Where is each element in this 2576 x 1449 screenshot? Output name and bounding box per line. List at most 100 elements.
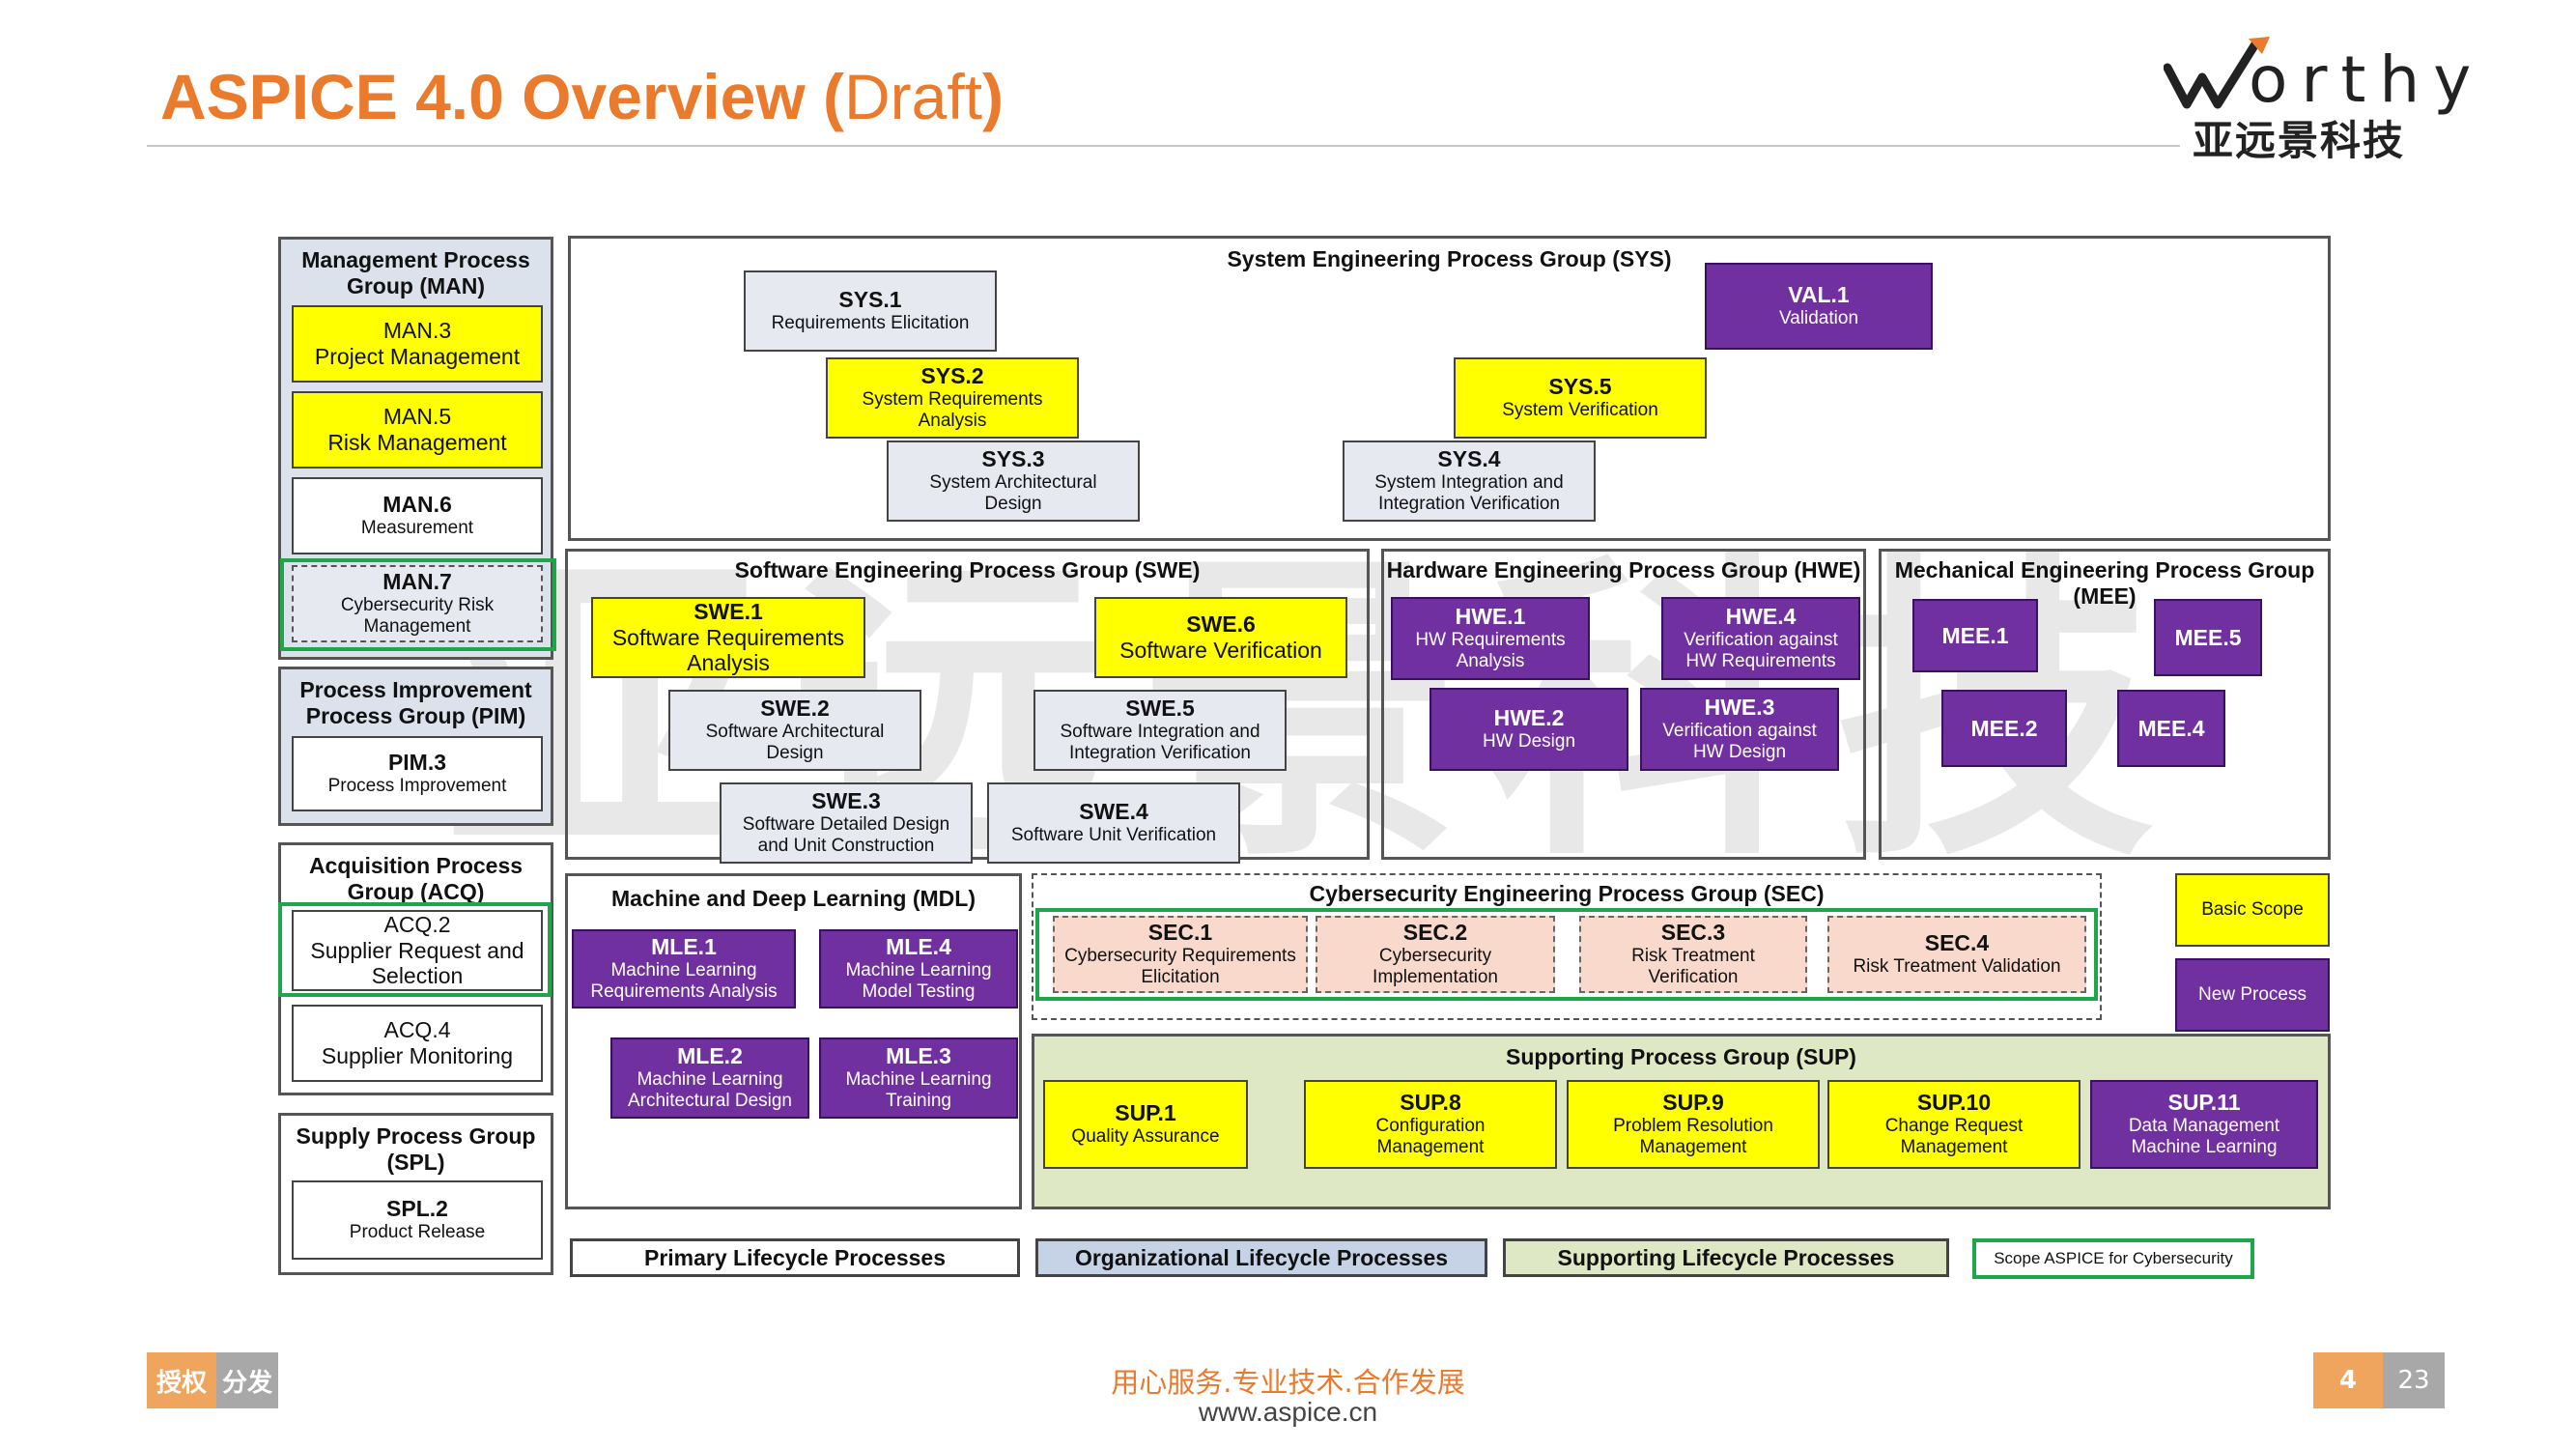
process-code: MAN.7 [382, 569, 452, 595]
man-group-title: Management Process Group (MAN) [301, 247, 530, 298]
process-code: SUP.8 [1400, 1090, 1461, 1116]
logo-chinese: 亚远景科技 [2193, 117, 2406, 164]
process-name: Machine Learning Training [845, 1069, 992, 1112]
process-name: Machine Learning Architectural Design [627, 1069, 793, 1112]
swe5-box[interactable]: SWE.5 Software Integration and Integrati… [1033, 690, 1287, 771]
swe1-box[interactable]: SWE.1 Software Requirements Analysis [591, 597, 865, 678]
mee2-box[interactable]: MEE.2 [1941, 690, 2067, 767]
page-indicator: 4 23 [2313, 1352, 2445, 1408]
badge-distribute: 分发 [216, 1352, 278, 1408]
process-code: MLE.3 [886, 1043, 951, 1069]
mee-group: Mechanical Engineering Process Group (ME… [1879, 549, 2331, 860]
process-code: HWE.3 [1704, 695, 1775, 721]
process-name: Software Requirements Analysis [611, 624, 845, 676]
hwe4-box[interactable]: HWE.4 Verification against HW Requiremen… [1661, 597, 1860, 680]
acq2-box[interactable]: ACQ.2 Supplier Request and Selection [292, 910, 543, 991]
val1-box[interactable]: VAL.1 Validation [1705, 263, 1933, 350]
sup11-box[interactable]: SUP.11 Data Management Machine Learning [2090, 1080, 2318, 1169]
process-name: Project Management [314, 344, 521, 369]
process-code: SWE.2 [760, 696, 830, 722]
mle1-box[interactable]: MLE.1 Machine Learning Requirements Anal… [572, 929, 796, 1009]
swe3-box[interactable]: SWE.3 Software Detailed Design and Unit … [720, 782, 973, 864]
legend-basic-scope: Basic Scope [2175, 873, 2330, 947]
sup8-box[interactable]: SUP.8 Configuration Management [1304, 1080, 1557, 1169]
spl-group: Supply Process Group (SPL) [278, 1113, 553, 1275]
swe2-box[interactable]: SWE.2 Software Architectural Design [668, 690, 921, 771]
man7-box[interactable]: MAN.7 Cybersecurity Risk Management [292, 565, 543, 642]
process-name: Software Verification [1119, 638, 1322, 663]
process-code: MLE.1 [651, 934, 717, 960]
process-code: ACQ.2 [383, 911, 451, 937]
process-name: Product Release [349, 1222, 486, 1243]
process-name: HW Design [1482, 731, 1576, 753]
footer-url[interactable]: www.aspice.cn [1198, 1397, 1378, 1427]
footer-slogan: 用心服务.专业技术.合作发展 [1111, 1366, 1465, 1399]
process-code: SUP.9 [1662, 1090, 1724, 1116]
logo-wordmark: orthy [2249, 43, 2485, 117]
hwe2-box[interactable]: HWE.2 HW Design [1430, 688, 1628, 771]
sec1-box[interactable]: SEC.1 Cybersecurity Requirements Elicita… [1053, 916, 1308, 993]
mdl-group: Machine and Deep Learning (MDL) [565, 873, 1022, 1209]
process-name: Change Request Management [1884, 1116, 2024, 1158]
process-code: SEC.4 [1924, 930, 1990, 956]
pim3-box[interactable]: PIM.3 Process Improvement [292, 736, 543, 811]
spl-group-title: Supply Process Group (SPL) [296, 1123, 536, 1175]
sys4-box[interactable]: SYS.4 System Integration and Integration… [1343, 440, 1596, 522]
sec-group-title: Cybersecurity Engineering Process Group … [1309, 881, 1825, 906]
process-code: MLE.4 [886, 934, 951, 960]
hwe3-box[interactable]: HWE.3 Verification against HW Design [1640, 688, 1839, 771]
process-name: Risk Management [327, 430, 507, 455]
mee5-box[interactable]: MEE.5 [2154, 599, 2262, 676]
hwe1-box[interactable]: HWE.1 HW Requirements Analysis [1391, 597, 1590, 680]
sup10-box[interactable]: SUP.10 Change Request Management [1827, 1080, 2081, 1169]
title-divider [147, 145, 2180, 147]
swe4-box[interactable]: SWE.4 Software Unit Verification [987, 782, 1240, 864]
sys1-box[interactable]: SYS.1 Requirements Elicitation [744, 270, 997, 352]
sec3-box[interactable]: SEC.3 Risk Treatment Verification [1579, 916, 1807, 993]
mdl-group-title: Machine and Deep Learning (MDL) [611, 886, 976, 911]
man6-box[interactable]: MAN.6 Measurement [292, 477, 543, 554]
pim-group-title: Process Improvement Process Group (PIM) [299, 677, 532, 728]
mle3-box[interactable]: MLE.3 Machine Learning Training [819, 1037, 1018, 1119]
sec4-box[interactable]: SEC.4 Risk Treatment Validation [1827, 916, 2086, 993]
sys5-box[interactable]: SYS.5 System Verification [1454, 357, 1707, 439]
process-code: MEE.2 [1970, 715, 2038, 741]
swe6-box[interactable]: SWE.6 Software Verification [1094, 597, 1347, 678]
mle4-box[interactable]: MLE.4 Machine Learning Model Testing [819, 929, 1018, 1009]
sec2-box[interactable]: SEC.2 Cybersecurity Implementation [1316, 916, 1555, 993]
process-code: ACQ.4 [383, 1017, 451, 1043]
process-name: HW Requirements Analysis [1415, 630, 1566, 672]
process-code: SYS.4 [1437, 446, 1501, 472]
sys2-box[interactable]: SYS.2 System Requirements Analysis [826, 357, 1079, 439]
mee4-box[interactable]: MEE.4 [2117, 690, 2225, 767]
process-code: MEE.4 [2137, 715, 2205, 741]
process-code: SWE.3 [811, 788, 881, 814]
process-name: Risk Treatment Validation [1853, 956, 2061, 978]
process-code: SUP.1 [1115, 1100, 1176, 1126]
process-name: System Integration and Integration Verif… [1374, 472, 1564, 515]
page-title: ASPICE 4.0 Overview (Draft) [160, 61, 1005, 132]
acq-group-title: Acquisition Process Group (ACQ) [308, 853, 524, 904]
mee1-box[interactable]: MEE.1 [1912, 599, 2038, 672]
process-code: SWE.1 [694, 598, 763, 624]
process-name: Measurement [360, 518, 474, 539]
page-total: 23 [2383, 1352, 2445, 1408]
process-name: Cybersecurity Implementation [1373, 946, 1498, 988]
process-name: Software Detailed Design and Unit Constr… [742, 814, 950, 857]
man3-box[interactable]: MAN.3 Project Management [292, 305, 543, 383]
sup-group-title: Supporting Process Group (SUP) [1506, 1044, 1856, 1069]
acq4-box[interactable]: ACQ.4 Supplier Monitoring [292, 1005, 543, 1082]
legend-primary-lifecycle: Primary Lifecycle Processes [570, 1238, 1020, 1277]
process-code: MLE.2 [677, 1043, 743, 1069]
process-name: Quality Assurance [1071, 1126, 1220, 1148]
sup1-box[interactable]: SUP.1 Quality Assurance [1043, 1080, 1248, 1169]
sup9-box[interactable]: SUP.9 Problem Resolution Management [1567, 1080, 1820, 1169]
spl2-box[interactable]: SPL.2 Product Release [292, 1180, 543, 1260]
title-draft: Draft [844, 61, 983, 132]
process-code: SYS.3 [981, 446, 1045, 472]
mle2-box[interactable]: MLE.2 Machine Learning Architectural Des… [610, 1037, 809, 1119]
sys3-box[interactable]: SYS.3 System Architectural Design [887, 440, 1140, 522]
man5-box[interactable]: MAN.5 Risk Management [292, 391, 543, 469]
process-code: MEE.5 [2174, 624, 2242, 650]
legend-new-process: New Process [2175, 958, 2330, 1032]
